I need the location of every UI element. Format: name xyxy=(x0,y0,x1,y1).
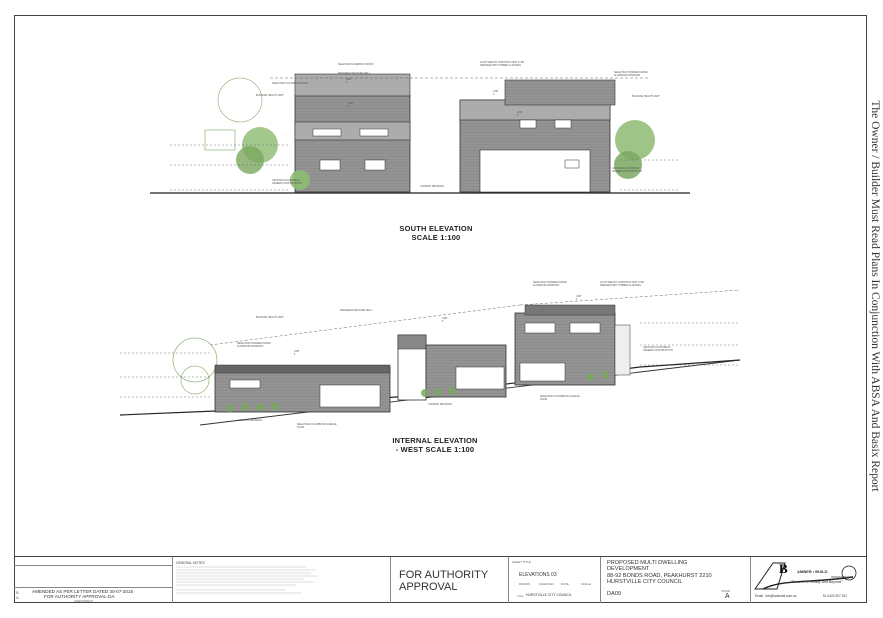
amendment-text-2: FOR AUTHORITY APPROVAL-DA xyxy=(44,594,115,599)
approval-line-1: FOR AUTHORITY xyxy=(399,569,489,581)
west-elevation-heading: INTERNAL ELEVATION xyxy=(392,436,478,445)
project-line-2: DEVELOPMENT xyxy=(607,566,650,572)
west-note-brick-veneer: GROUND FLOOR BRICK VENEER CONSTRUCTION xyxy=(643,346,673,352)
south-elevation-drawing xyxy=(150,73,690,194)
south-unit-4: UNIT 4 xyxy=(493,90,499,96)
project-line-3: 88-92 BONDS ROAD, PEAKHURST 2210 xyxy=(607,573,712,579)
west-note-garage-door-left: SELECTED COLORBOND GARAGE DOOR xyxy=(297,423,337,429)
amendment-text: AMENDED AS PER LETTER DATED 30-07-2015 xyxy=(32,589,134,594)
west-elevation-scale: - WEST SCALE 1:100 xyxy=(395,445,475,454)
sheet-title-label: SHEET TITLE xyxy=(512,560,531,564)
south-note-height-limit-right: BUILDING HEIGHT LIMIT xyxy=(632,95,660,98)
approval-cell: FOR AUTHORITY APPROVAL xyxy=(390,557,508,603)
company-logo: B xyxy=(754,561,857,590)
south-note-facebrick: SELECTED FACEBRICK FINISH xyxy=(338,63,374,66)
company-email: Email : info@ambuild.com.au xyxy=(755,594,797,598)
company-mobile: M: 0420 307 151 xyxy=(823,594,847,598)
sheet-title-cell: SHEET TITLE ELEVATIONS 03 DRAWN CHECKED … xyxy=(508,557,600,603)
west-note-cladding: LIGHT WEIGHT CONSTRUCTION TYPE DRESSED W… xyxy=(600,281,644,287)
side-note: The Owner / Builder Must Read Plans In C… xyxy=(869,100,881,492)
south-elevation-title: SOUTH ELEVATION SCALE 1:100 xyxy=(386,224,486,242)
south-elevation-scale: SCALE 1:100 xyxy=(411,233,461,242)
west-note-common-driveway: COMMON DRIVEWAY xyxy=(238,419,263,422)
west-note-feature-wall: RENDERED FEATURE WALL xyxy=(340,309,373,312)
west-elevation-drawing xyxy=(120,289,741,426)
company-tagline: "Dreams to Reality and Beyond" xyxy=(791,580,843,584)
council: HURSTVILLE CITY COUNCIL xyxy=(526,593,572,597)
approval-line-2: APPROVAL xyxy=(399,581,458,593)
south-unit-3: UNIT 3 xyxy=(348,102,354,108)
west-note-windows: SELECTED POWDERCOATED ALUMINIUM WINDOWS xyxy=(237,342,271,348)
project-line-1: PROPOSED MULTI DWELLING xyxy=(607,560,688,566)
west-unit-5: UNIT 5 xyxy=(442,317,448,323)
west-note-common-driveway-2: COMMON DRIVEWAY xyxy=(428,403,453,406)
west-unit-4: UNIT 4 xyxy=(576,295,582,301)
sheet-border xyxy=(14,15,867,603)
council-label: LGA: xyxy=(517,594,524,598)
general-notes-cell: GENERAL NOTES xyxy=(172,557,390,603)
amendment-cell: B A AMENDED AS PER LETTER DATED 30-07-20… xyxy=(14,557,172,603)
amendment-header: AMENDMENT xyxy=(74,599,94,603)
checked-label: CHECKED xyxy=(539,582,554,586)
company-name: AMBER • BUILD xyxy=(797,569,828,574)
south-unit-5: UNIT 5 xyxy=(517,111,523,117)
south-note-cladding: LIGHT WEIGHT CONSTRUCTION TYPE DRESSED W… xyxy=(480,61,524,67)
west-elevation-title: INTERNAL ELEVATION - WEST SCALE 1:100 xyxy=(380,436,490,454)
company-cell: B AMBER • BUILD INTERNATIONAL "Dreams to… xyxy=(750,557,867,603)
drawn-label: DRAWN xyxy=(519,582,531,586)
south-note-feature-wall: RENDERED FEATURE WALL xyxy=(338,72,371,75)
south-note-windows: SELECTED POWDERCOATED ALUMINIUM WINDOWS xyxy=(614,71,648,77)
west-note-windows-right: SELECTED POWDERCOATED ALUMINIUM WINDOWS xyxy=(533,281,567,287)
issue-label: ISSUE xyxy=(721,589,731,593)
south-elevation-heading: SOUTH ELEVATION xyxy=(399,224,473,233)
south-note-roof: SELECTED COLORBOND ROOF xyxy=(272,82,309,85)
south-note-height-limit: BUILDING HEIGHT LIMIT xyxy=(256,94,284,97)
scale-label: SCALE xyxy=(581,582,591,586)
sheet-title: ELEVATIONS 03 xyxy=(519,572,557,578)
south-unit-2: UNIT 2 xyxy=(346,78,352,84)
drawing-number: DA09 xyxy=(607,591,621,597)
south-note-brick-veneer: GROUND FLOOR BRICK VENEER CONSTRUCTION xyxy=(272,179,302,185)
general-notes-title: GENERAL NOTES xyxy=(176,561,205,565)
west-note-height-limit: BUILDING HEIGHT LIMIT xyxy=(256,316,284,319)
amendment-rev-2: A xyxy=(16,595,19,600)
svg-text:B: B xyxy=(779,561,788,576)
issue: A xyxy=(725,593,730,600)
south-note-brick-veneer-right: GROUND FLOOR BRICK VENEER CONSTRUCTION xyxy=(612,167,642,173)
date-label: DATE xyxy=(561,582,569,586)
title-block: B A AMENDED AS PER LETTER DATED 30-07-20… xyxy=(14,556,867,603)
company-sub: INTERNATIONAL xyxy=(831,575,854,579)
west-unit-6: UNIT 6 xyxy=(294,350,300,356)
amendment-rev: B xyxy=(16,590,19,595)
south-note-common-driveway: COMMON DRIVEWAY xyxy=(420,185,445,188)
project-cell: PROPOSED MULTI DWELLING DEVELOPMENT 88-9… xyxy=(600,557,750,603)
west-note-garage-door: SELECTED COLORBOND GARAGE DOOR xyxy=(540,395,580,401)
project-line-4: HURSTVILLE CITY COUNCIL xyxy=(607,579,683,585)
